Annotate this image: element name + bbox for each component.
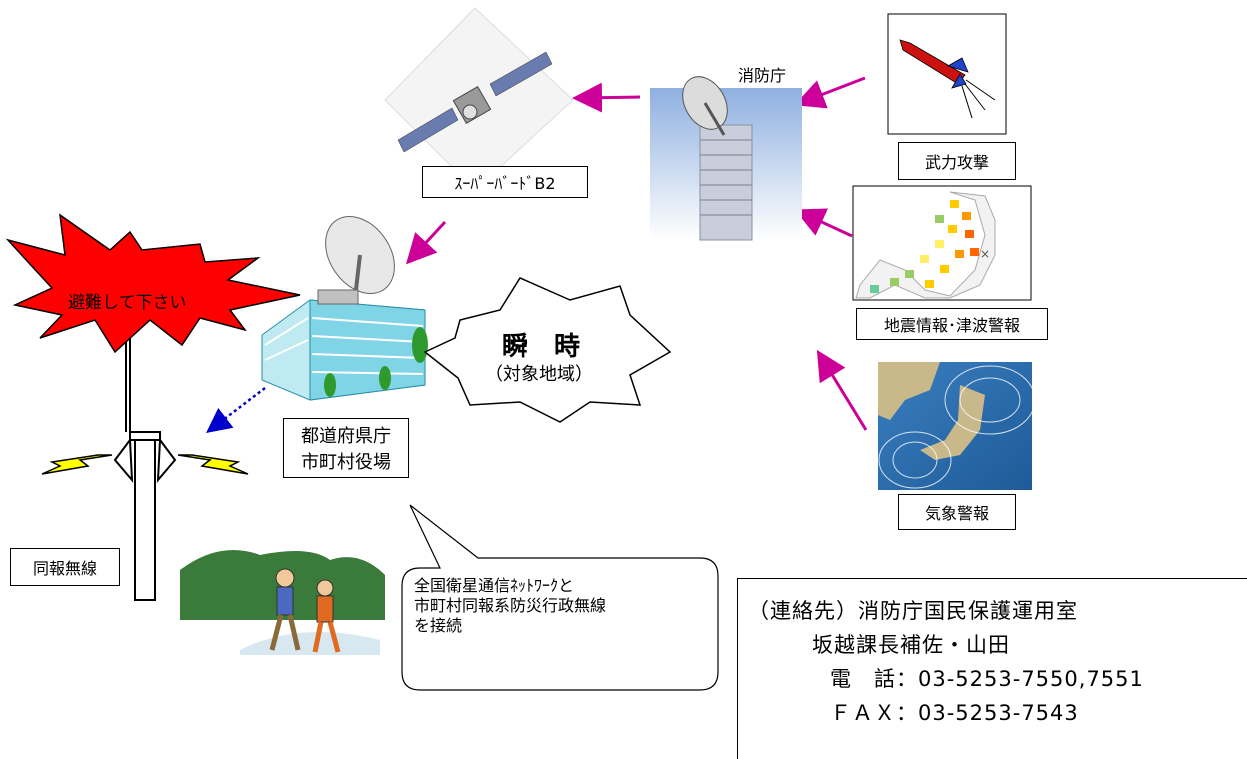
- office-label: 都道府県庁 市町村役場: [283, 418, 409, 478]
- fdma-building-image: [650, 76, 802, 241]
- instant-label: 瞬 時: [502, 332, 581, 362]
- fdma-label: 消防庁: [738, 66, 787, 85]
- arrow-office-to-tower: [206, 387, 266, 434]
- evacuate-burst: [5, 213, 301, 354]
- rocket-image: [887, 13, 1007, 135]
- contact-box: （連絡先）消防庁国民保護運用室 坂越課長補佐・山田 電 話：03-5253-75…: [737, 578, 1247, 759]
- callout-text: 全国衛星通信ﾈｯﾄﾜｰｸと 市町村同報系防災行政無線 を接続: [414, 576, 606, 636]
- hikers-image: [180, 550, 385, 655]
- lightning-right: [177, 454, 249, 475]
- office-label-line1: 都道府県庁: [301, 426, 391, 447]
- satellite-label: ｽｰﾊﾟｰﾊﾞｰﾄﾞB2: [422, 166, 588, 198]
- lightning-left: [41, 454, 113, 475]
- svg-text:×: ×: [980, 247, 990, 261]
- earthquake-map-image: ×: [852, 185, 1032, 301]
- armed-attack-label: 武力攻撃: [898, 142, 1016, 180]
- arrow-earthquake-to-fdma: [794, 208, 853, 238]
- arrow-weather-to-fdma: [816, 349, 868, 431]
- instant-burst: [423, 277, 672, 423]
- contact-line2: 坂越課長補佐・山田: [812, 633, 1010, 657]
- broadcast-label: 同報無線: [10, 548, 120, 586]
- callout-line3: を接続: [414, 616, 463, 635]
- contact-line3: 電 話：03-5253-7550,7551: [830, 667, 1144, 691]
- callout-bubble: [401, 504, 719, 691]
- target-area-label: （対象地域）: [485, 364, 593, 385]
- arrow-fdma-to-satellite: [572, 82, 641, 113]
- contact-line1: （連絡先）消防庁国民保護運用室: [748, 599, 1078, 623]
- callout-line2: 市町村同報系防災行政無線: [414, 596, 607, 615]
- contact-line4: ＦＡＸ：03-5253-7543: [830, 701, 1079, 725]
- arrow-attack-to-fdma: [794, 76, 866, 109]
- weather-label: 気象警報: [898, 494, 1016, 530]
- evacuate-label: 避難して下さい: [68, 293, 187, 313]
- office-label-line2: 市町村役場: [301, 452, 391, 473]
- satellite-image: [384, 7, 574, 191]
- weather-map-image: [878, 362, 1036, 490]
- earthquake-label: 地震情報･津波警報: [856, 308, 1048, 340]
- arrow-satellite-to-office: [405, 220, 447, 265]
- speaker-tower: [113, 322, 177, 601]
- office-building-image: [261, 216, 428, 401]
- callout-line1: 全国衛星通信ﾈｯﾄﾜｰｸと: [414, 576, 575, 595]
